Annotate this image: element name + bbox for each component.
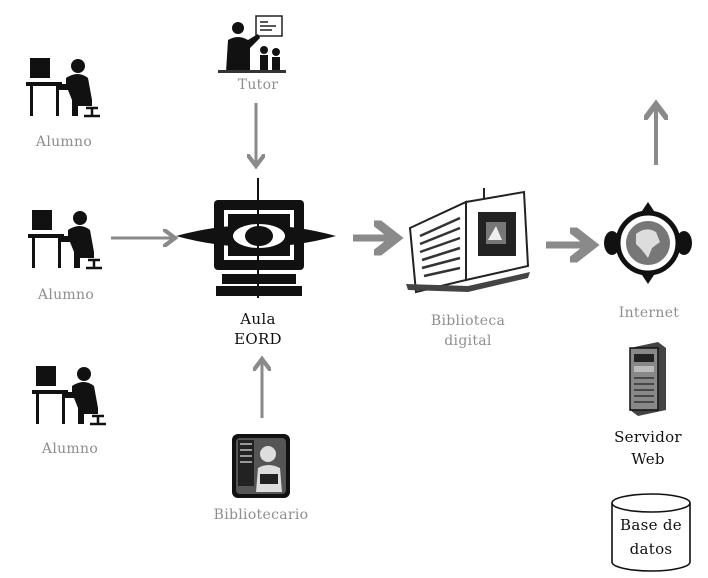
tutor-icon <box>218 15 286 73</box>
server-icon <box>629 342 666 416</box>
base-datos-label-line1: Base de <box>620 516 682 534</box>
librarian-icon <box>232 434 290 498</box>
servidor-label-line2: Web <box>631 450 665 468</box>
alumno-icon <box>28 210 102 270</box>
globe-icon <box>604 202 692 284</box>
alumno-1-label: Alumno <box>35 134 93 150</box>
alumno-icon <box>32 366 106 426</box>
aula-label-line1: Aula <box>240 310 276 328</box>
computer-icon <box>176 178 336 298</box>
alumno-2-label: Alumno <box>37 287 95 303</box>
biblioteca-label-line2: digital <box>444 333 492 349</box>
biblioteca-label-line1: Biblioteca <box>430 313 506 329</box>
database-icon <box>611 493 691 572</box>
alumno-3-label: Alumno <box>41 441 99 457</box>
aula-label-line2: EORD <box>234 330 282 348</box>
tutor-label: Tutor <box>237 77 279 93</box>
internet-label: Internet <box>618 305 680 321</box>
alumno-icon <box>26 58 100 118</box>
bibliotecario-label: Bibliotecario <box>213 507 309 523</box>
base-datos-label-line2: datos <box>629 540 673 558</box>
book-icon <box>406 188 530 294</box>
servidor-label-line1: Servidor <box>614 428 682 446</box>
